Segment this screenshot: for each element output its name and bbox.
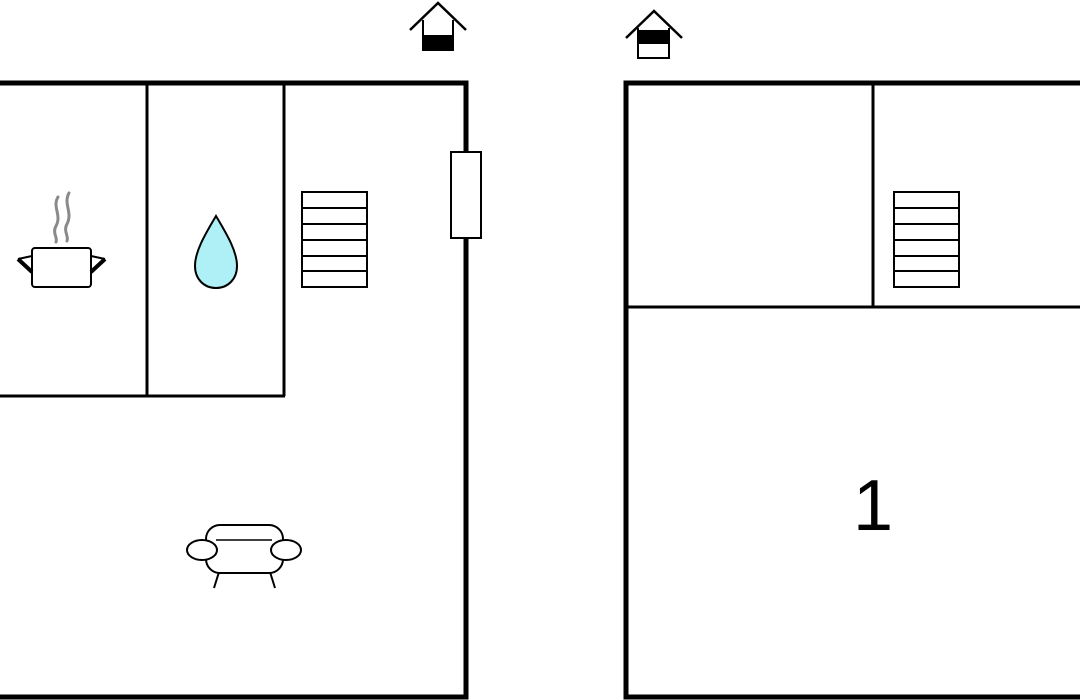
ground-floor-outer-wall [0, 80, 469, 700]
window-icon [450, 151, 482, 239]
upper-floor-interior-walls [626, 83, 1080, 309]
stairs-icon [893, 191, 960, 288]
entrance-icon [625, 9, 683, 59]
entrance-icon [409, 1, 467, 51]
upper-floor-plan: 1 [623, 9, 1080, 700]
water-drop-icon [193, 214, 239, 290]
cooking-pot-icon [16, 191, 107, 288]
sofa-icon [186, 524, 302, 589]
stairs-icon [301, 191, 368, 288]
bedroom-number: 1 [853, 466, 893, 546]
ground-floor-interior-walls [0, 83, 286, 398]
upper-floor-outer-wall [623, 80, 1080, 700]
ground-floor-plan [0, 1, 482, 700]
